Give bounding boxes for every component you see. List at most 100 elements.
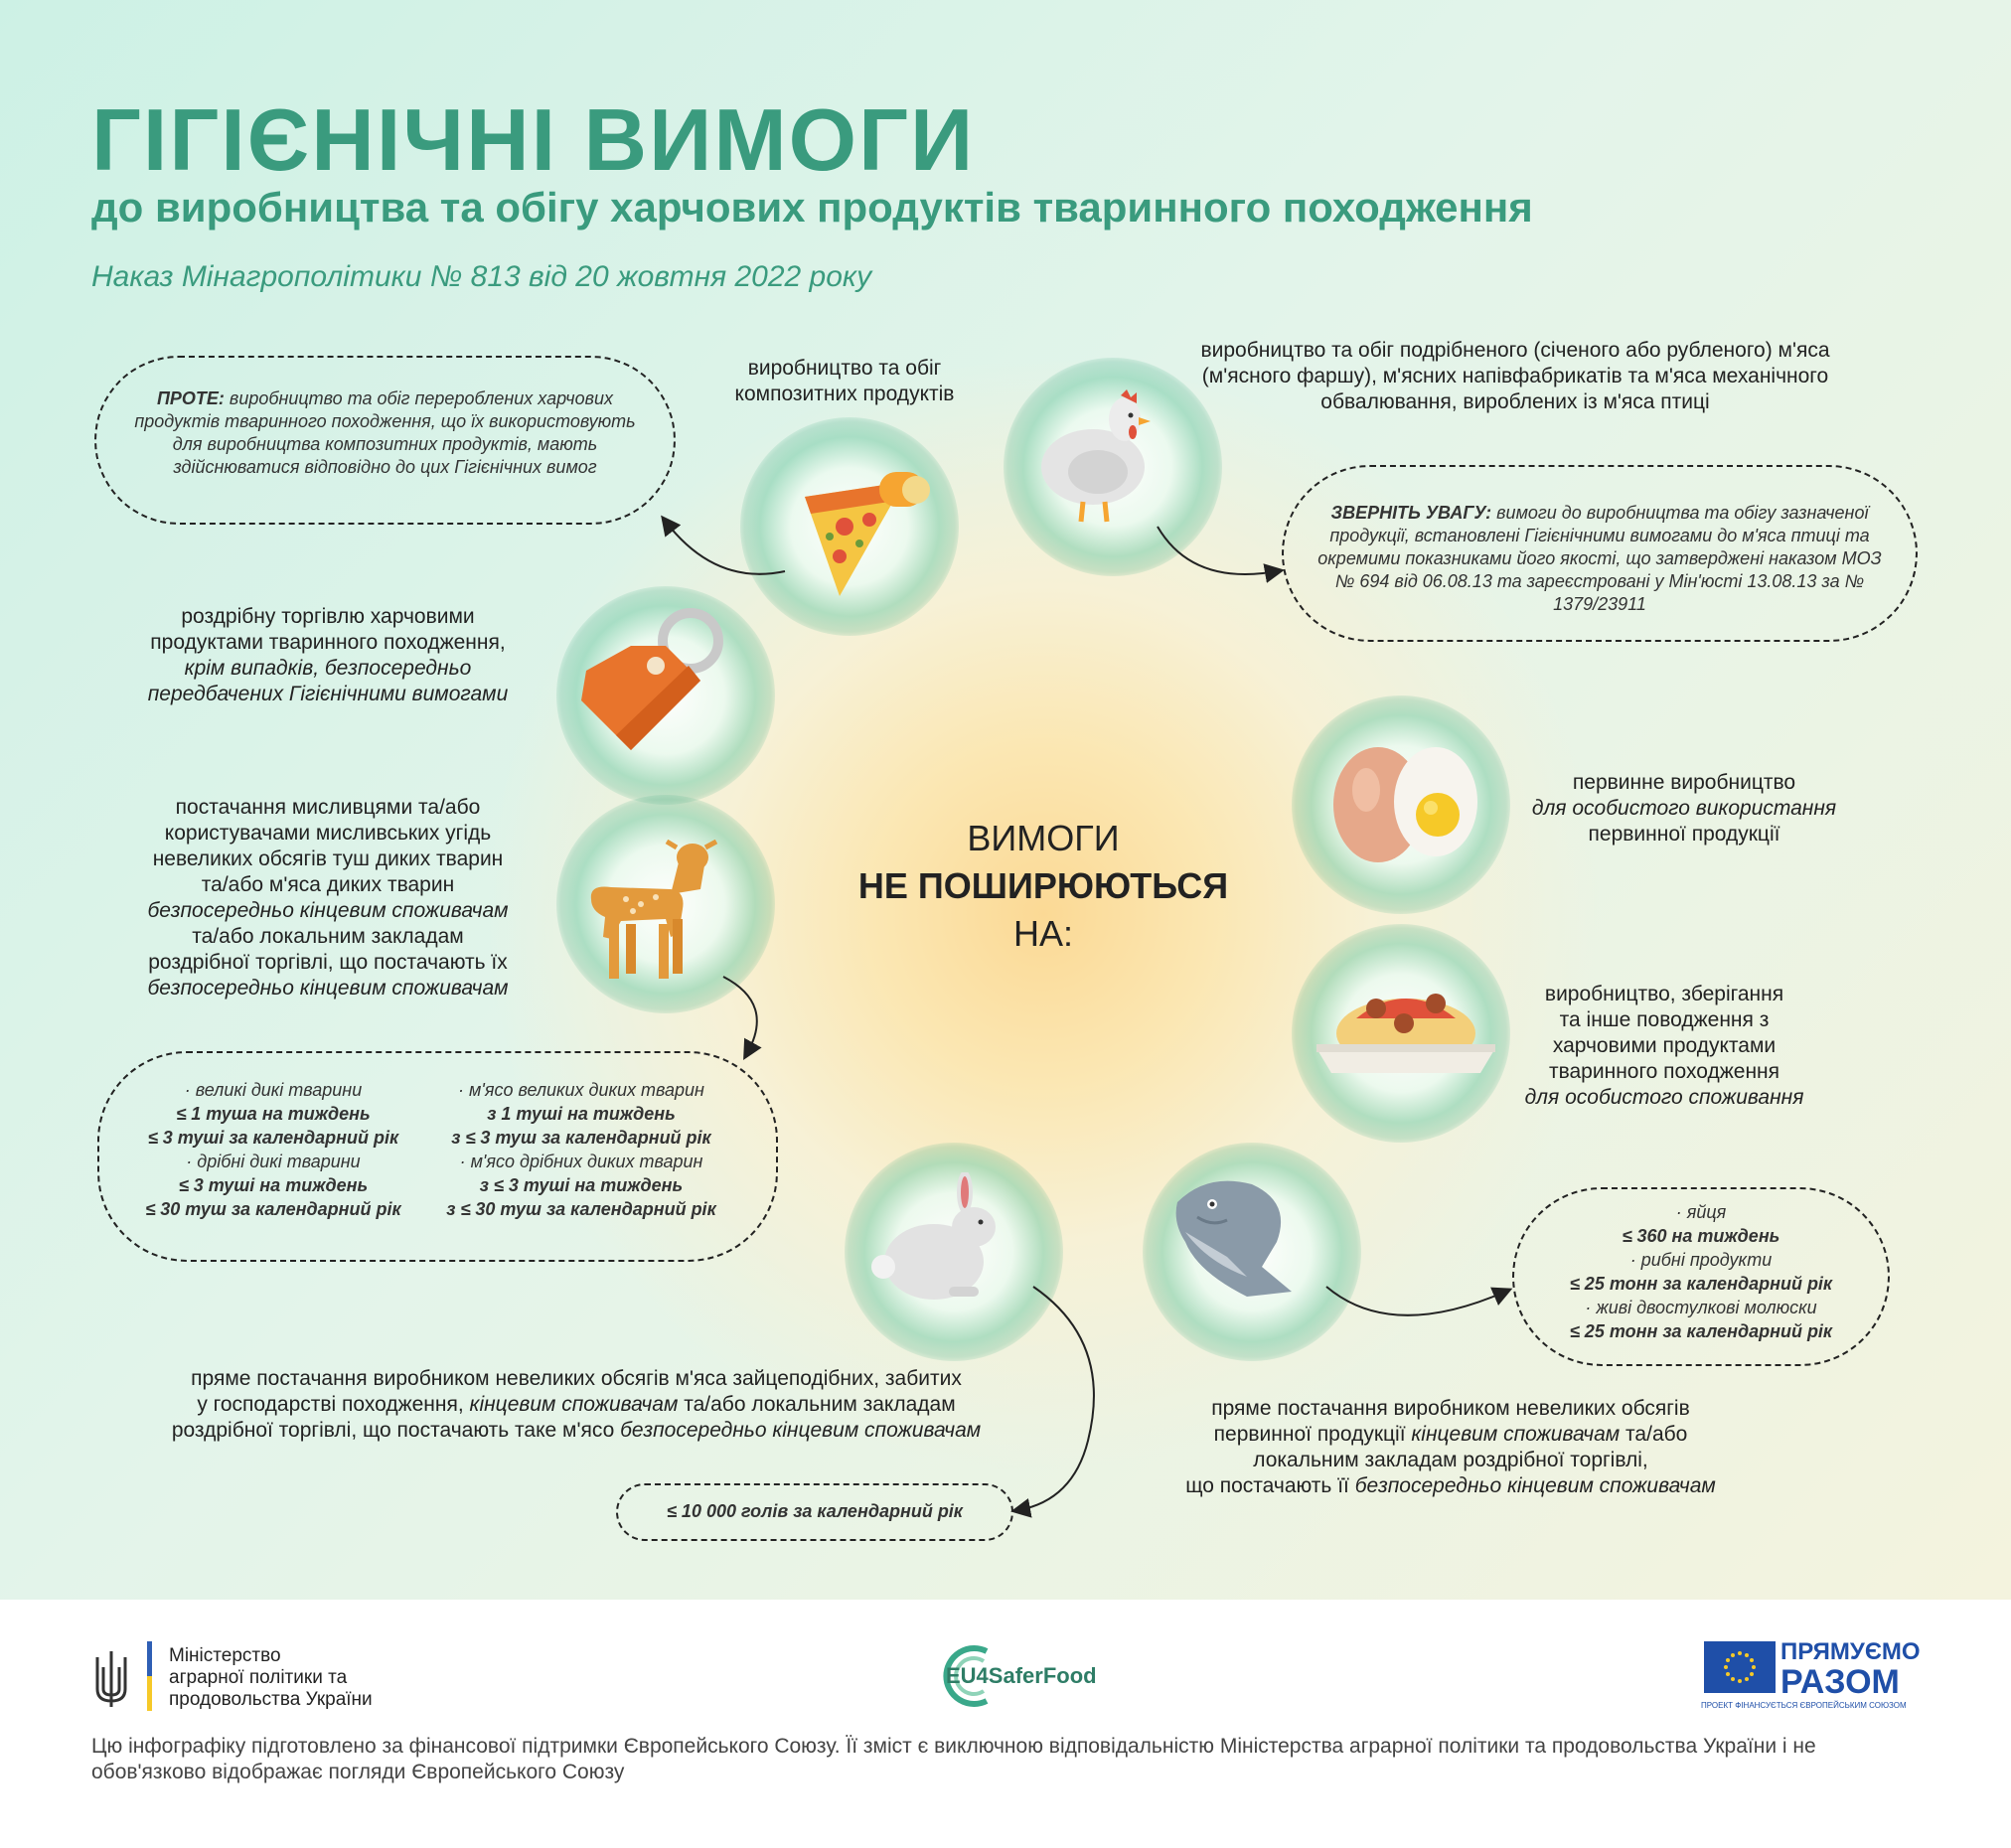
- fish-line-2a: первинної продукції: [1213, 1423, 1412, 1446]
- fish-note-bubble: [1512, 1187, 1890, 1366]
- fish-note: яйця ≤ 360 на тиждень рибні продукти ≤ 2…: [1522, 1200, 1880, 1343]
- fish-line-2c: та/або: [1620, 1423, 1688, 1446]
- eu-stars-icon: [1724, 1651, 1756, 1683]
- arrow-rabbit-note: [1010, 1286, 1095, 1518]
- hunters-note-value: з ≤ 3 туші на тиждень: [479, 1175, 684, 1195]
- center-line-2: НЕ ПОШИРЮЮТЬСЯ: [857, 865, 1229, 906]
- fish-note-value: ≤ 25 тонн за календарний рік: [1569, 1321, 1833, 1341]
- center-line-3: НА:: [1012, 913, 1073, 954]
- hunters-note-value: з ≤ 30 туш за календарний рік: [446, 1199, 716, 1219]
- personal-line-4: тваринного походження: [1548, 1060, 1780, 1083]
- page-title: ГІГІЄНІЧНІ ВИМОГИ: [91, 90, 976, 189]
- hunters-line-1: постачання мисливцями та/або: [175, 796, 481, 819]
- primary-line-3: первинної продукції: [1588, 823, 1780, 846]
- hunters-note-col-1: великі дикі тварини ≤ 1 туша на тиждень …: [119, 1078, 427, 1221]
- fish-note-value: ≤ 25 тонн за календарний рік: [1569, 1274, 1833, 1294]
- fish-text: пряме постачання виробником невеликих об…: [1143, 1396, 1759, 1499]
- hunters-note-bubble: [97, 1051, 778, 1262]
- order-reference: Наказ Мінагрополітики № 813 від 20 жовтн…: [91, 260, 872, 293]
- together-line-2: РАЗОМ: [1780, 1663, 1900, 1701]
- ministry-line-2: аграрної політики та: [169, 1667, 348, 1688]
- fish-note-label: яйця: [1522, 1200, 1880, 1224]
- rabbit-line-1: пряме постачання виробником невеликих об…: [191, 1367, 962, 1390]
- fish-note-value: ≤ 360 на тиждень: [1622, 1226, 1780, 1246]
- fish-note-label: живі двостулкові молюски: [1522, 1296, 1880, 1319]
- eu4saferfood-logo-text: EU4SaferFood: [946, 1663, 1097, 1688]
- primary-production-text: первинне виробництво для особистого вико…: [1510, 770, 1858, 847]
- hunters-note-value: з ≤ 3 туш за календарний рік: [451, 1128, 711, 1148]
- retail-text: роздрібну торгівлю харчовими продуктами …: [109, 604, 546, 707]
- personal-consumption-text: виробництво, зберігання та інше поводжен…: [1500, 982, 1828, 1111]
- fish-line-2b: кінцевим споживачам: [1411, 1423, 1621, 1446]
- personal-line-3: харчовими продуктами: [1552, 1034, 1777, 1057]
- hunters-line-5: безпосередньо кінцевим споживачам: [147, 899, 509, 922]
- fish-line-4b: безпосередньо кінцевим споживачам: [1354, 1474, 1716, 1497]
- rabbit-line-2c: та/або локальним закладам: [678, 1393, 956, 1416]
- rabbit-line-2a: у господарстві походження,: [197, 1393, 470, 1416]
- hunters-note-value: ≤ 1 туша на тиждень: [176, 1104, 371, 1124]
- poultry-note-label: ЗВЕРНІТЬ УВАГУ:: [1330, 503, 1492, 523]
- together-line-1: ПРЯМУЄМО: [1780, 1638, 1921, 1665]
- hunters-note-col-2: м'ясо великих диких тварин з 1 туші на т…: [422, 1078, 740, 1221]
- trident-icon: [95, 1651, 127, 1707]
- retail-line-1: роздрібну торгівлю харчовими: [181, 605, 475, 628]
- fish-line-4: що постачають її безпосередньо кінцевим …: [1143, 1473, 1759, 1499]
- eu4saferfood-logo-icon: [943, 1645, 989, 1707]
- flag-bar-yellow: [147, 1676, 152, 1711]
- egg-icon: [1333, 747, 1477, 862]
- primary-line-2: для особистого використання: [1531, 797, 1837, 820]
- hunters-line-7: роздрібної торгівлі, що постачають їх: [148, 951, 508, 974]
- hunters-note-value: ≤ 30 туш за календарний рік: [145, 1199, 401, 1219]
- ministry-line-3: продовольства України: [169, 1689, 373, 1710]
- rabbit-note: ≤ 10 000 голів за календарний рік: [667, 1501, 963, 1521]
- rabbit-icon: [871, 1172, 996, 1300]
- hunters-line-2: користувачами мисливських угідь: [164, 822, 492, 845]
- hunters-note-label: м'ясо великих диких тварин: [422, 1078, 740, 1102]
- retail-line-2: продуктами тваринного походження,: [150, 631, 506, 654]
- together-subtext: ПРОЕКТ ФІНАНСУЄТЬСЯ ЄВРОПЕЙСЬКИМ СОЮЗОМ: [1701, 1701, 1907, 1710]
- pasta-plate-icon: [1316, 994, 1495, 1073]
- composite-products-text: виробництво та обіг композитних продукті…: [734, 357, 955, 405]
- chicken-icon: [1041, 389, 1151, 523]
- disclaimer: Цю інфографіку підготовлено за фінансово…: [91, 1735, 1816, 1783]
- arrow-deer-note: [722, 976, 762, 1060]
- hunters-line-3: невеликих обсягів туш диких тварин: [152, 847, 504, 870]
- together-logo-text: ПРЯМУЄМО РАЗОМ: [1780, 1638, 1921, 1701]
- deer-icon: [590, 840, 718, 979]
- poultry-text: виробництво та обіг подрібненого (січено…: [1200, 339, 1830, 413]
- ministry-logo-text: Міністерство аграрної політики та продов…: [169, 1645, 373, 1711]
- connector-arrows: [661, 515, 1513, 1518]
- rabbit-line-3a: роздрібної торгівлі, що постачають таке …: [171, 1419, 621, 1442]
- poultry-note: ЗВЕРНІТЬ УВАГУ: вимоги до виробництва та…: [1316, 502, 1883, 616]
- fish-line-4a: що постачають її: [1185, 1474, 1355, 1497]
- eu-flag: [1704, 1641, 1776, 1693]
- poultry-note-text: вимоги до виробництва та обігу зазначено…: [1317, 503, 1882, 614]
- composite-note-text: виробництво та обіг перероблених харчови…: [134, 388, 636, 477]
- fish-line-3: локальним закладам роздрібної торгівлі,: [1253, 1449, 1648, 1471]
- price-tag-icon: [581, 608, 723, 750]
- hunters-line-8: безпосередньо кінцевим споживачам: [147, 977, 509, 1000]
- personal-line-2: та інше поводження з: [1559, 1008, 1770, 1031]
- hunters-note-value: ≤ 3 туші на тиждень: [178, 1175, 369, 1195]
- retail-line-3: крім випадків, безпосередньо: [184, 657, 472, 680]
- personal-line-1: виробництво, зберігання: [1544, 983, 1784, 1005]
- footer: [0, 1600, 2011, 1848]
- center-line-1: ВИМОГИ: [967, 818, 1120, 858]
- fish-line-1: пряме постачання виробником невеликих об…: [1211, 1397, 1690, 1420]
- arrow-chicken-note: [1157, 526, 1285, 583]
- fish-icon: [1175, 1180, 1292, 1297]
- hunters-note-label: м'ясо дрібних диких тварин: [422, 1150, 740, 1173]
- hunters-note-value: з 1 туші на тиждень: [487, 1104, 676, 1124]
- ministry-line-1: Міністерство: [169, 1645, 281, 1666]
- hunters-line-4: та/або м'яса диких тварин: [201, 873, 455, 896]
- fish-line-2: первинної продукції кінцевим споживачам …: [1143, 1422, 1759, 1448]
- poultry-note-bubble: [1282, 465, 1918, 642]
- arrow-pizza-note: [661, 515, 786, 575]
- hunters-note-label: великі дикі тварини: [119, 1078, 427, 1102]
- rabbit-line-2b: кінцевим споживачам: [469, 1393, 679, 1416]
- composite-note-bubble: [94, 356, 676, 525]
- arrow-fish-note: [1325, 1286, 1513, 1316]
- hunters-note-label: дрібні дикі тварини: [119, 1150, 427, 1173]
- personal-line-5: для особистого споживання: [1524, 1086, 1804, 1109]
- page-subtitle: до виробництва та обігу харчових продукт…: [91, 184, 1533, 231]
